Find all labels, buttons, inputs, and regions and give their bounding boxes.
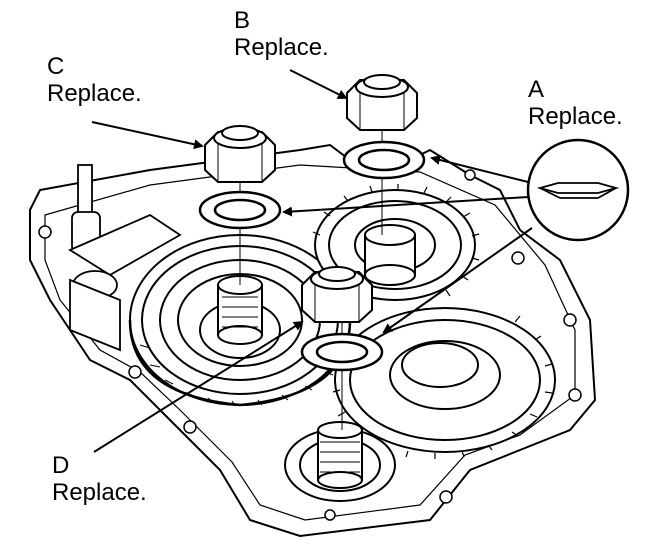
- leader-b: [289, 69, 348, 99]
- washer-cross-section-detail: [526, 138, 630, 242]
- washer-b: [342, 140, 426, 180]
- leader-d: [93, 320, 304, 453]
- callout-c-note: Replace.: [47, 80, 142, 107]
- locknut-b: [346, 74, 418, 131]
- shift-lever-assembly: [68, 164, 182, 352]
- housing-bolt-holes: [38, 169, 582, 521]
- lower-gear: [334, 307, 556, 453]
- callout-d-letter: D: [52, 452, 70, 479]
- callout-b-letter: B: [234, 7, 251, 34]
- washer-c: [198, 190, 282, 230]
- upper-gear-shaft: [364, 224, 416, 286]
- drum-shaft: [217, 275, 263, 345]
- callout-d-note: Replace.: [52, 479, 147, 506]
- callout-b: B Replace.: [234, 7, 329, 61]
- washer-d: [300, 332, 384, 372]
- callout-b-note: Replace.: [234, 34, 329, 61]
- leader-a-3: [382, 227, 533, 334]
- callout-a-letter: A: [528, 76, 545, 103]
- callout-d: D Replace.: [52, 452, 147, 506]
- callout-c: C Replace.: [47, 53, 142, 107]
- callout-a-note: Replace.: [528, 103, 623, 130]
- leader-lines: [91, 69, 533, 453]
- leader-a-2: [282, 196, 529, 217]
- locknut-d: [301, 266, 373, 323]
- upper-gear-teeth: [312, 184, 480, 297]
- locknut-c: [204, 125, 276, 183]
- callout-c-letter: C: [47, 53, 65, 80]
- bottom-shaft: [284, 421, 396, 502]
- housing-inner-flange: [44, 164, 576, 521]
- leader-c: [91, 121, 204, 150]
- leader-a-1: [430, 155, 529, 183]
- callout-a: A Replace.: [528, 76, 623, 130]
